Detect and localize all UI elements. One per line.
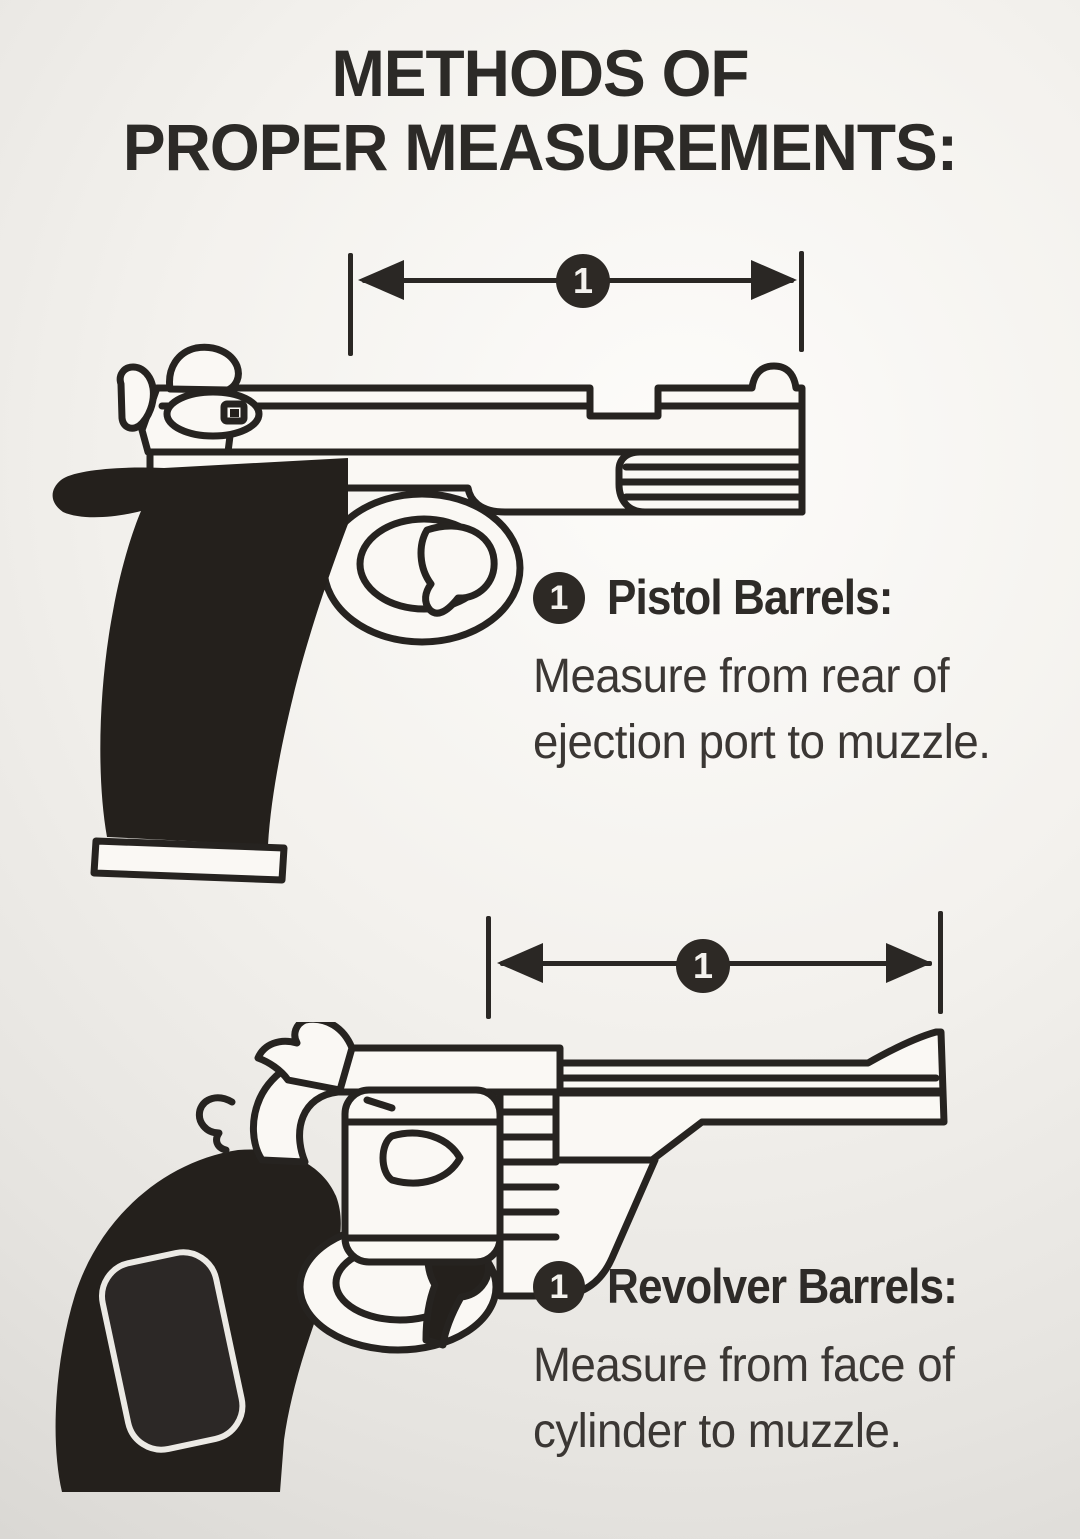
pistol-illustration [52, 343, 806, 884]
pistol-caption-title: Pistol Barrels: [607, 571, 893, 625]
revolver-measure-tick-right [938, 911, 943, 1014]
revolver-measure-tick-left [486, 916, 491, 1019]
revolver-caption-body: Measure from face of cylinder to muzzle. [533, 1333, 1046, 1465]
revolver-caption-body-line-1: Measure from face of [533, 1339, 955, 1392]
pistol-caption-body: Measure from rear of ejection port to mu… [533, 644, 1046, 776]
pistol-caption-body-line-1: Measure from rear of [533, 650, 950, 703]
revolver-caption: 1 Revolver Barrels: Measure from face of… [533, 1259, 1073, 1465]
arrow-right-icon [751, 260, 797, 300]
revolver-cylinder-flute [379, 1129, 464, 1187]
pistol-measure-tick-right [799, 251, 804, 352]
revolver-hammer [254, 1022, 356, 1094]
pistol-measure-badge: 1 [556, 254, 610, 308]
revolver-measure-badge: 1 [676, 939, 730, 993]
revolver-caption-badge: 1 [533, 1261, 585, 1313]
pistol-grip [52, 458, 348, 845]
pistol-safety-lever [116, 363, 157, 432]
arrow-left-icon [497, 943, 543, 983]
page-title-line-2: PROPER MEASUREMENTS: [122, 110, 958, 184]
pistol-caption-badge: 1 [533, 572, 585, 624]
arrow-right-icon [886, 943, 932, 983]
revolver-cylinder-latch [195, 1094, 236, 1154]
revolver-grip-panel [99, 1249, 246, 1453]
arrow-left-icon [358, 260, 404, 300]
pistol-measure-tick-left [348, 253, 353, 356]
revolver-caption-body-line-2: cylinder to muzzle. [533, 1405, 902, 1458]
pistol-caption-body-line-2: ejection port to muzzle. [533, 716, 991, 769]
pistol-caption: 1 Pistol Barrels: Measure from rear of e… [533, 570, 1073, 776]
revolver-caption-title: Revolver Barrels: [607, 1260, 958, 1314]
pistol-hammer [166, 343, 242, 394]
pistol-magazine-base [90, 837, 288, 884]
revolver-illustration [55, 1022, 948, 1492]
page-title-line-1: METHODS OF [331, 36, 749, 110]
pistol-trigger [417, 522, 498, 617]
page-title: METHODS OF PROPER MEASUREMENTS: [16, 36, 1064, 184]
